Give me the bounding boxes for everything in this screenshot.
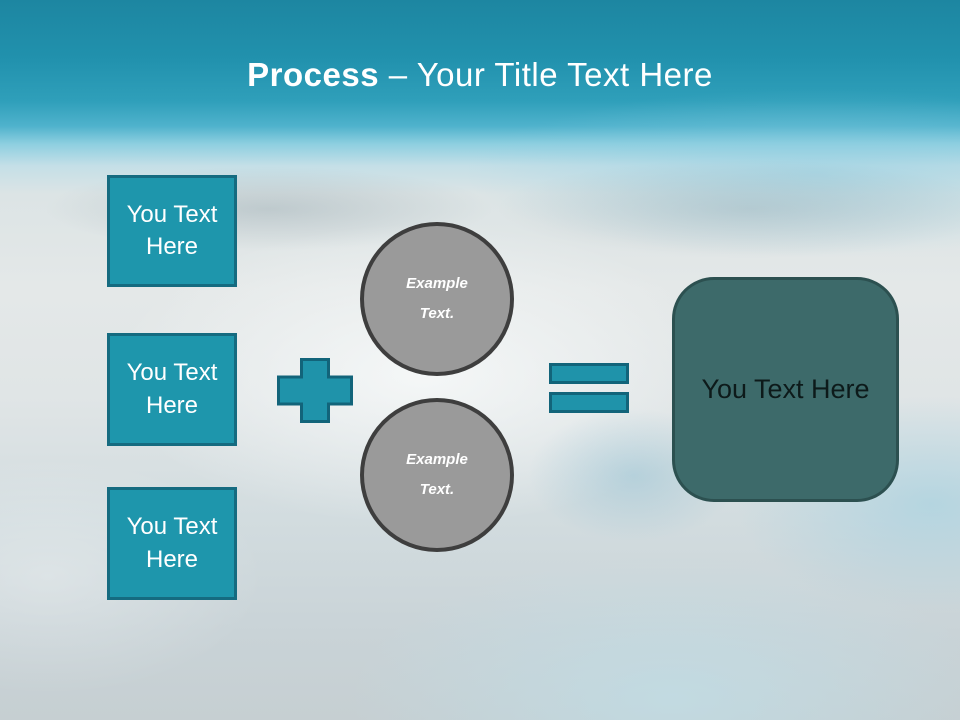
- input-box-3: You Text Here: [107, 487, 237, 600]
- slide-title-separator: –: [379, 56, 417, 93]
- example-circle-1-label: Example Text.: [406, 275, 468, 322]
- input-box-2: You Text Here: [107, 333, 237, 446]
- slide-title: Process – Your Title Text Here: [0, 56, 960, 94]
- input-box-1-label: You Text Here: [126, 200, 218, 260]
- input-box-1: You Text Here: [107, 175, 237, 287]
- slide-title-rest: Your Title Text Here: [416, 56, 713, 93]
- example-circle-2: Example Text.: [360, 398, 514, 552]
- slide-title-keyword: Process: [247, 56, 380, 93]
- equals-bar-top: [549, 363, 629, 384]
- result-box: You Text Here: [672, 277, 899, 502]
- input-box-3-label: You Text Here: [126, 513, 218, 573]
- result-box-label: You Text Here: [701, 374, 870, 404]
- input-box-2-label: You Text Here: [126, 359, 218, 419]
- plus-icon: [277, 358, 353, 423]
- example-circle-1: Example Text.: [360, 222, 514, 376]
- equals-bar-bottom: [549, 392, 629, 413]
- example-circle-2-label: Example Text.: [406, 451, 468, 498]
